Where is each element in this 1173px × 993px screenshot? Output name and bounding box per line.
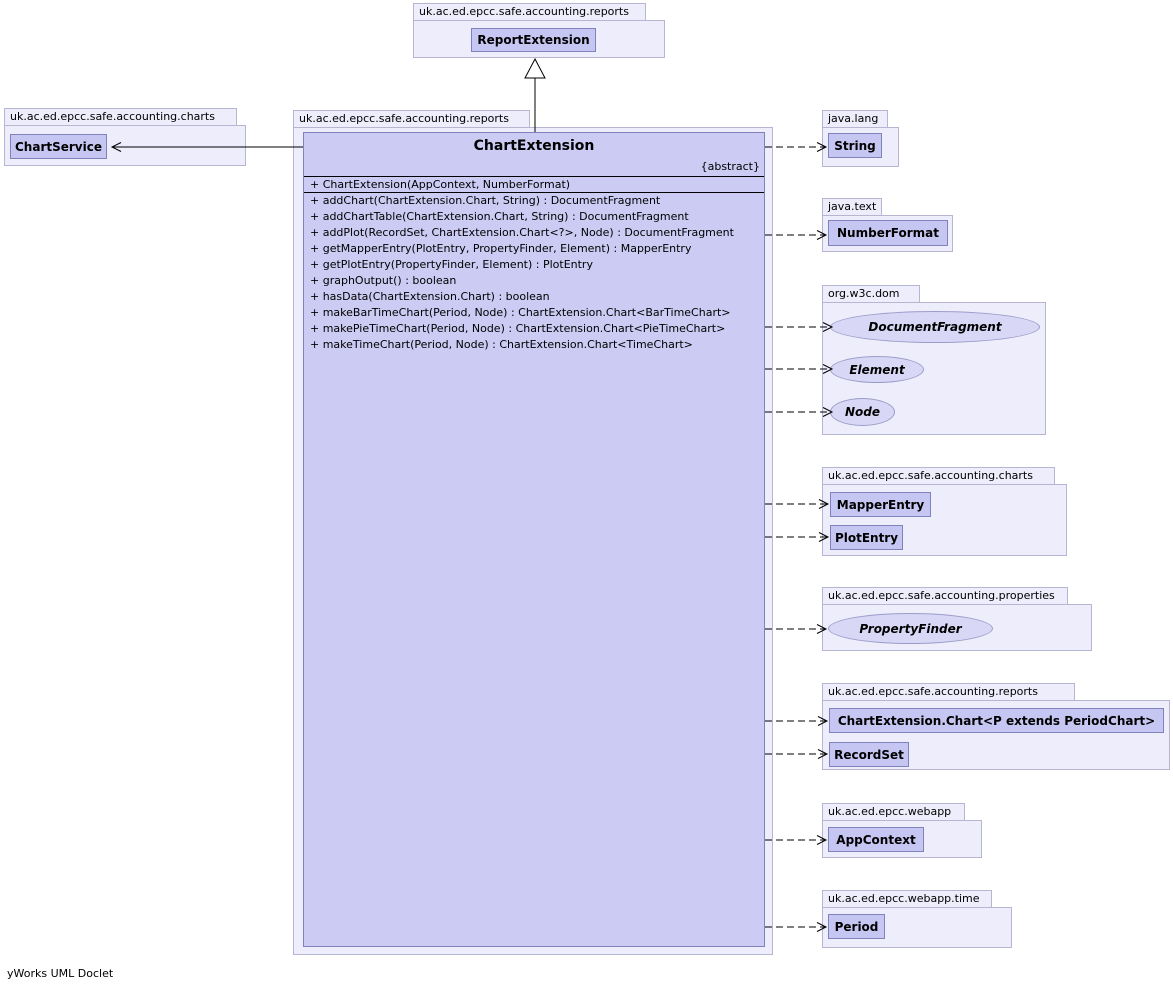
package-java-text: java.text NumberFormat: [822, 198, 953, 252]
doclet-credit: yWorks UML Doclet: [7, 967, 114, 980]
package-charts-left: uk.ac.ed.epcc.safe.accounting.charts Cha…: [4, 108, 246, 166]
package-label: org.w3c.dom: [822, 285, 920, 303]
package-label: uk.ac.ed.epcc.safe.accounting.reports: [293, 110, 530, 128]
package-label: uk.ac.ed.epcc.safe.accounting.charts: [822, 467, 1055, 485]
method-row[interactable]: + makePieTimeChart(Period, Node) : Chart…: [310, 322, 726, 335]
package-properties: uk.ac.ed.epcc.safe.accounting.properties…: [822, 587, 1092, 651]
interface-element[interactable]: Element: [830, 356, 924, 383]
class-string[interactable]: String: [828, 133, 882, 158]
class-plotentry[interactable]: PlotEntry: [830, 525, 903, 550]
package-label: uk.ac.ed.epcc.safe.accounting.reports: [413, 3, 646, 21]
class-period[interactable]: Period: [828, 914, 885, 939]
package-label: java.text: [822, 198, 882, 216]
interface-documentfragment[interactable]: DocumentFragment: [830, 311, 1040, 343]
class-recordset[interactable]: RecordSet: [829, 742, 909, 767]
package-reports-right: uk.ac.ed.epcc.safe.accounting.reports Ch…: [822, 683, 1170, 770]
package-org-w3c-dom: org.w3c.dom DocumentFragment Element Nod…: [822, 285, 1046, 435]
package-label: java.lang: [822, 110, 888, 128]
method-row[interactable]: + hasData(ChartExtension.Chart) : boolea…: [310, 290, 550, 303]
package-java-lang: java.lang String: [822, 110, 899, 167]
hollow-triangle-icon: [524, 57, 546, 79]
class-numberformat[interactable]: NumberFormat: [828, 220, 948, 246]
interface-node[interactable]: Node: [830, 398, 895, 426]
method-row[interactable]: + addPlot(RecordSet, ChartExtension.Char…: [310, 226, 734, 239]
interface-propertyfinder[interactable]: PropertyFinder: [828, 613, 993, 644]
package-label: uk.ac.ed.epcc.safe.accounting.reports: [822, 683, 1075, 701]
class-title: ChartExtension: [473, 138, 595, 154]
class-mapperentry[interactable]: MapperEntry: [830, 492, 931, 517]
constructor-row[interactable]: + ChartExtension(AppContext, NumberForma…: [304, 177, 764, 193]
package-label: uk.ac.ed.epcc.webapp.time: [822, 890, 992, 908]
package-charts-right: uk.ac.ed.epcc.safe.accounting.charts Map…: [822, 467, 1067, 556]
package-label: uk.ac.ed.epcc.webapp: [822, 803, 965, 821]
class-chartservice[interactable]: ChartService: [10, 134, 107, 159]
method-row[interactable]: + makeBarTimeChart(Period, Node) : Chart…: [310, 306, 731, 319]
package-label: uk.ac.ed.epcc.safe.accounting.charts: [4, 108, 237, 126]
method-row[interactable]: + getPlotEntry(PropertyFinder, Element) …: [310, 258, 593, 271]
package-label: uk.ac.ed.epcc.safe.accounting.properties: [822, 587, 1068, 605]
class-stereotype: {abstract}: [304, 159, 764, 177]
method-row[interactable]: + addChartTable(ChartExtension.Chart, St…: [310, 210, 689, 223]
method-row[interactable]: + graphOutput() : boolean: [310, 274, 457, 287]
package-reports-top: uk.ac.ed.epcc.safe.accounting.reports Re…: [413, 3, 665, 58]
method-row[interactable]: + addChart(ChartExtension.Chart, String)…: [310, 194, 661, 207]
class-appcontext[interactable]: AppContext: [828, 827, 924, 852]
package-reports-main: uk.ac.ed.epcc.safe.accounting.reports Ch…: [293, 110, 773, 955]
method-row[interactable]: + makeTimeChart(Period, Node) : ChartExt…: [310, 338, 693, 351]
class-reportextension[interactable]: ReportExtension: [471, 28, 596, 52]
method-row[interactable]: + getMapperEntry(PlotEntry, PropertyFind…: [310, 242, 692, 255]
class-chartextension[interactable]: ChartExtension {abstract} + ChartExtensi…: [303, 132, 765, 947]
package-webapp-time: uk.ac.ed.epcc.webapp.time Period: [822, 890, 1012, 948]
class-chartextension-chart[interactable]: ChartExtension.Chart<P extends PeriodCha…: [829, 708, 1164, 733]
package-webapp: uk.ac.ed.epcc.webapp AppContext: [822, 803, 982, 858]
